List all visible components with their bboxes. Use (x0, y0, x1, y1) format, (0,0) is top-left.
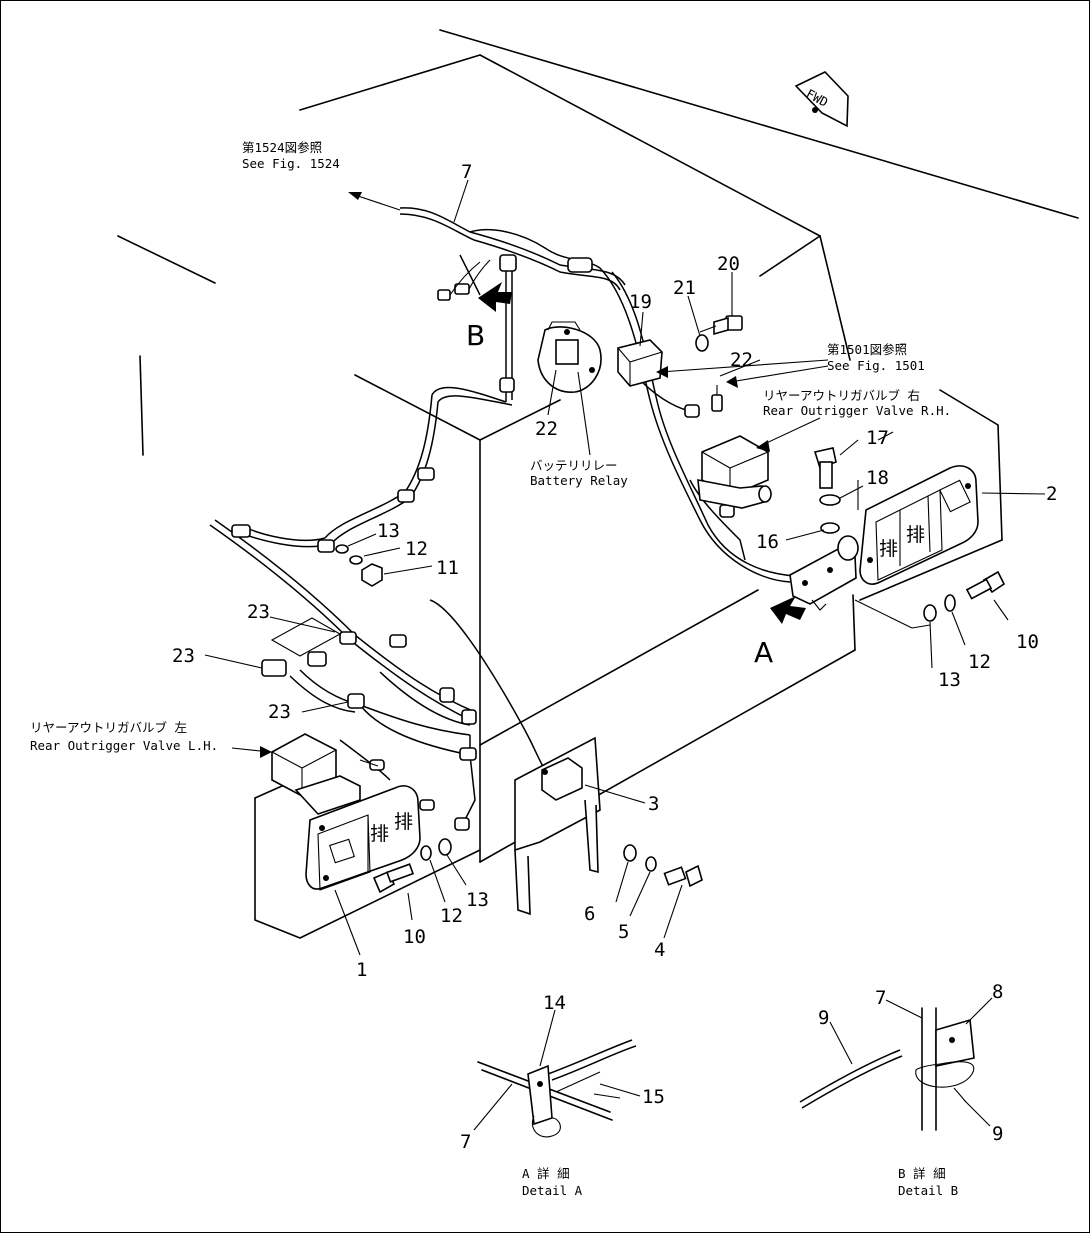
battery-relay (537, 321, 602, 393)
part-number-6: 6 (584, 903, 595, 925)
part-number-7-detail-a: 7 (460, 1131, 471, 1153)
part-number-2: 2 (1046, 483, 1057, 505)
washer-6 (623, 844, 637, 862)
part-numbers: 7 20 21 19 22 22 17 18 2 16 10 12 13 13 … (172, 161, 1057, 1153)
washer-12-rh (944, 594, 956, 612)
part-number-18: 18 (866, 467, 889, 489)
valve-rh-arrow (756, 417, 821, 452)
washer-18 (819, 494, 841, 506)
part-number-5: 5 (618, 921, 629, 943)
detail-b (799, 997, 993, 1131)
bolt-10-lh (372, 863, 415, 894)
part-number-10-rh: 10 (1016, 631, 1039, 653)
clip-23 (261, 617, 342, 677)
view-label-b: B (466, 319, 485, 352)
part-number-11: 11 (436, 557, 459, 579)
bolt-20 (699, 315, 743, 336)
detail-b-en: Detail B (898, 1183, 958, 1198)
washer-5 (645, 856, 657, 872)
valve-lh-jp: リヤーアウトリガバルブ 左 (30, 720, 187, 735)
part-number-13-lh: 13 (466, 889, 489, 911)
part-number-1: 1 (356, 959, 367, 981)
detail-b-jp: B 詳 細 (898, 1166, 946, 1181)
washer-13-lh (438, 838, 452, 856)
lamp-lh-glyph-1: 排 (370, 823, 389, 845)
part-number-13-rh: 13 (938, 669, 961, 691)
detail-a-en: Detail A (522, 1183, 583, 1198)
part-number-12-rh: 12 (968, 651, 991, 673)
bolt-4 (663, 864, 703, 888)
lamp-bracket-rh (789, 535, 859, 611)
rear-lamp-rh: 排 排 (859, 465, 979, 585)
part-number-14: 14 (543, 992, 566, 1014)
labels: 第1524図参照 See Fig. 1524 第1501図参照 See Fig.… (30, 140, 958, 1198)
fwd-arrow: FWD (794, 71, 849, 128)
rear-lamp-lh: 排 排 (305, 785, 421, 891)
battery-relay-jp: バッテリリレー (530, 458, 618, 473)
part-number-12-lh: 12 (440, 905, 463, 927)
washer-12-lh (420, 845, 432, 861)
ref-fig-1524-jp: 第1524図参照 (242, 140, 322, 155)
part-number-10-lh: 10 (403, 926, 426, 948)
washer-13-upper (335, 544, 349, 554)
valve-lh-en: Rear Outrigger Valve L.H. (30, 738, 218, 753)
part-number-23-mid: 23 (172, 645, 195, 667)
bolt-10-rh (965, 570, 1006, 600)
terminal-22 (711, 385, 723, 412)
valve-rh-en: Rear Outrigger Valve R.H. (763, 403, 951, 418)
part-number-21: 21 (673, 277, 696, 299)
part-number-22-lower: 22 (535, 418, 558, 440)
part-number-3: 3 (648, 793, 659, 815)
washer-21 (695, 334, 709, 352)
ref-fig-1501-en: See Fig. 1501 (827, 358, 925, 373)
machine-body (117, 29, 1079, 939)
part-number-16: 16 (756, 531, 779, 553)
part-number-7-detail-b: 7 (875, 987, 886, 1009)
part-number-12-upper: 12 (405, 538, 428, 560)
part-number-15: 15 (642, 1086, 665, 1108)
view-arrow-a (770, 596, 806, 624)
view-label-a: A (754, 636, 773, 669)
part-number-8: 8 (992, 981, 1003, 1003)
lamp-rh-glyph-1: 排 (879, 538, 898, 560)
bracket-3 (514, 736, 601, 916)
washer-12-upper (349, 555, 363, 565)
bolt-17 (813, 447, 837, 489)
detail-a-jp: A 詳 細 (522, 1166, 570, 1181)
valve-rh-jp: リヤーアウトリガバルブ 右 (763, 388, 920, 403)
view-arrow-b (478, 282, 512, 312)
harness-clamps (231, 254, 735, 831)
valve-lh-arrow (231, 746, 272, 758)
part-number-4: 4 (654, 939, 665, 961)
part-number-23-top: 23 (247, 601, 270, 623)
part-number-9-right: 9 (992, 1123, 1003, 1145)
detail-a (473, 1009, 641, 1138)
part-number-17: 17 (866, 427, 889, 449)
part-number-23-low: 23 (268, 701, 291, 723)
part-number-7: 7 (461, 161, 472, 183)
part-number-20: 20 (717, 253, 740, 275)
leader-lines (204, 179, 1046, 956)
part-number-19: 19 (629, 291, 652, 313)
lamp-rh-glyph-2: 排 (906, 524, 925, 546)
lamp-lh-glyph-2: 排 (394, 811, 413, 833)
part-number-9-left: 9 (818, 1007, 829, 1029)
washer-16 (820, 522, 840, 534)
ref-arrow-1524 (348, 192, 401, 211)
part-number-13-upper: 13 (377, 520, 400, 542)
nut-11 (361, 563, 383, 587)
part-number-22-upper: 22 (730, 349, 753, 371)
washer-13-rh (923, 604, 937, 622)
rear-outrigger-valve-rh (697, 435, 772, 509)
ref-fig-1524-en: See Fig. 1524 (242, 156, 340, 171)
battery-relay-en: Battery Relay (530, 473, 628, 488)
ref-fig-1501-jp: 第1501図参照 (827, 342, 907, 357)
relay-bracket (617, 339, 663, 387)
rear-outrigger-valve-lh (271, 733, 379, 815)
